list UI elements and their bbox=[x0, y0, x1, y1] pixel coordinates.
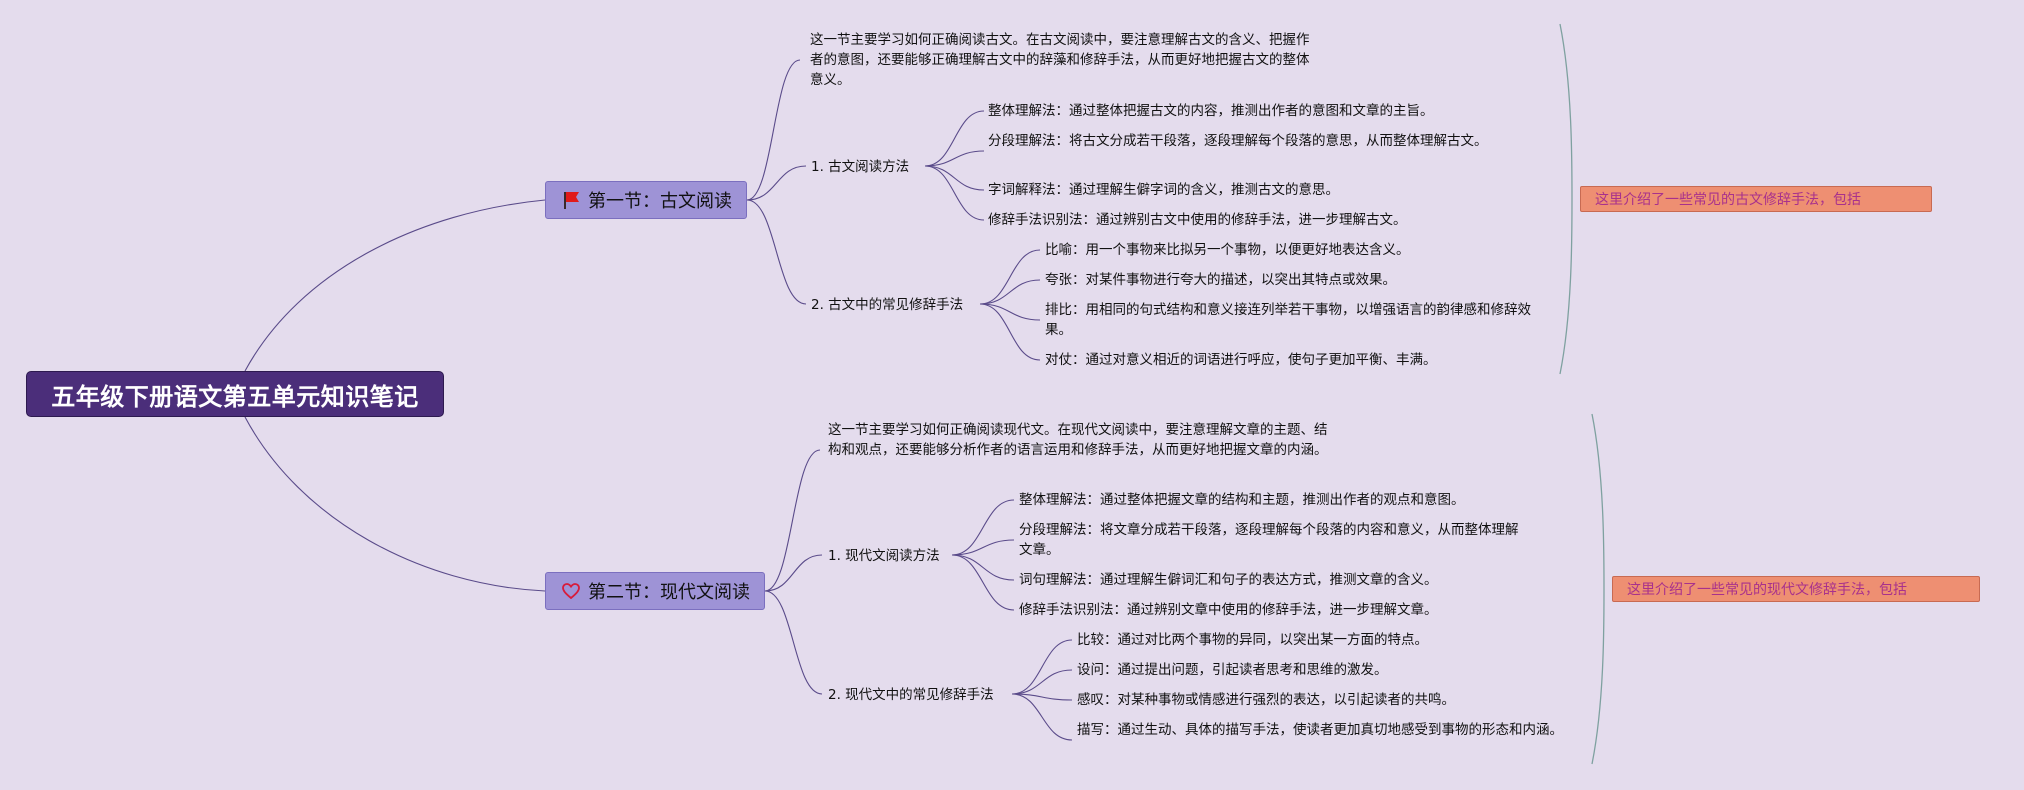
connector-group-item bbox=[979, 279, 1041, 305]
root-title: 五年级下册语文第五单元知识笔记 bbox=[51, 382, 419, 411]
summary-callout[interactable]: 这里介绍了一些常见的古文修辞手法，包括 bbox=[1580, 186, 1932, 212]
list-item[interactable]: 词句理解法：通过理解生僻词汇和句子的表达方式，推测文章的含义。 bbox=[1019, 572, 1438, 588]
list-item[interactable]: 修辞手法识别法：通过辨别文章中使用的修辞手法，进一步理解文章。 bbox=[1019, 602, 1438, 618]
section-intro[interactable]: 这一节主要学习如何正确阅读现代文。在现代文阅读中，要注意理解文章的主题、结构和观… bbox=[828, 422, 1328, 458]
list-item[interactable]: 字词解释法：通过理解生僻字词的含义，推测古文的意思。 bbox=[988, 182, 1339, 198]
summary-bracket bbox=[1591, 413, 1605, 765]
list-item[interactable]: 修辞手法识别法：通过辨别古文中使用的修辞手法，进一步理解古文。 bbox=[988, 212, 1407, 228]
heart-outline-icon bbox=[560, 580, 582, 602]
summary-callout[interactable]: 这里介绍了一些常见的现代文修辞手法，包括 bbox=[1612, 576, 1980, 602]
section-ancient-reading[interactable]: 第一节：古文阅读 bbox=[545, 181, 747, 219]
group-title[interactable]: 2. 现代文中的常见修辞手法 bbox=[828, 687, 994, 703]
connector-group-item bbox=[979, 303, 1041, 361]
connector-group-item bbox=[924, 165, 985, 191]
connector-group-item bbox=[924, 110, 985, 167]
list-item[interactable]: 排比：用相同的句式结构和意义接连列举若干事物，以增强语言的韵律感和修辞效果。 bbox=[1045, 302, 1531, 338]
connector-group-item bbox=[951, 539, 1015, 556]
list-item[interactable]: 整体理解法：通过整体把握古文的内容，推测出作者的意图和文章的主旨。 bbox=[988, 103, 1434, 119]
connector-group-item bbox=[951, 499, 1015, 556]
section-modern-reading[interactable]: 第二节：现代文阅读 bbox=[545, 572, 765, 610]
list-item[interactable]: 比喻：用一个事物来比拟另一个事物，以便更好地表达含义。 bbox=[1045, 242, 1410, 258]
connector-group-item bbox=[1011, 693, 1073, 701]
section-intro[interactable]: 这一节主要学习如何正确阅读古文。在古文阅读中，要注意理解古文的含义、把握作者的意… bbox=[810, 32, 1310, 88]
connector-section-group bbox=[746, 165, 807, 201]
list-item[interactable]: 对仗：通过对意义相近的词语进行呼应，使句子更加平衡、丰满。 bbox=[1045, 352, 1437, 368]
connector-group-item bbox=[1011, 693, 1073, 741]
connector-section-intro bbox=[764, 449, 821, 592]
connector-group-item bbox=[951, 554, 1015, 581]
summary-bracket bbox=[1559, 23, 1573, 375]
connector-group-item bbox=[979, 249, 1041, 305]
section-title: 第二节：现代文阅读 bbox=[588, 582, 750, 603]
connector-group-item bbox=[951, 554, 1015, 611]
connector-group-item bbox=[979, 303, 1041, 321]
connector-group-item bbox=[1011, 669, 1073, 695]
connector-section-group bbox=[764, 554, 823, 592]
list-item[interactable]: 感叹：对某种事物或情感进行强烈的表达，以引起读者的共鸣。 bbox=[1077, 692, 1455, 708]
list-item[interactable]: 设问：通过提出问题，引起读者思考和思维的激发。 bbox=[1077, 662, 1388, 678]
connector-group-item bbox=[1011, 639, 1073, 695]
connector-root-section bbox=[244, 199, 546, 372]
list-item[interactable]: 分段理解法：将文章分成若干段落，逐段理解每个段落的内容和意义，从而整体理解文章。 bbox=[1019, 522, 1519, 558]
connector-root-section bbox=[244, 416, 546, 592]
list-item[interactable]: 夸张：对某件事物进行夸大的描述，以突出其特点或效果。 bbox=[1045, 272, 1396, 288]
group-title[interactable]: 1. 现代文阅读方法 bbox=[828, 548, 940, 564]
list-item[interactable]: 描写：通过生动、具体的描写手法，使读者更加真切地感受到事物的形态和内涵。 bbox=[1077, 722, 1563, 738]
connector-section-intro bbox=[746, 59, 801, 201]
connector-group-item bbox=[924, 165, 985, 221]
group-title[interactable]: 2. 古文中的常见修辞手法 bbox=[811, 297, 964, 313]
list-item[interactable]: 分段理解法：将古文分成若干段落，逐段理解每个段落的意思，从而整体理解古文。 bbox=[988, 133, 1488, 149]
list-item[interactable]: 比较：通过对比两个事物的异同，以突出某一方面的特点。 bbox=[1077, 632, 1428, 648]
connector-section-group bbox=[764, 590, 823, 695]
callout-text: 这里介绍了一些常见的现代文修辞手法，包括 bbox=[1627, 582, 1907, 598]
callout-text: 这里介绍了一些常见的古文修辞手法，包括 bbox=[1595, 192, 1861, 208]
root-topic[interactable]: 五年级下册语文第五单元知识笔记 bbox=[26, 371, 444, 417]
group-title[interactable]: 1. 古文阅读方法 bbox=[811, 159, 910, 175]
connector-group-item bbox=[924, 150, 985, 167]
list-item[interactable]: 整体理解法：通过整体把握文章的结构和主题，推测出作者的观点和意图。 bbox=[1019, 492, 1465, 508]
red-flag-icon bbox=[560, 189, 582, 211]
connector-section-group bbox=[746, 199, 807, 305]
section-title: 第一节：古文阅读 bbox=[588, 191, 732, 212]
